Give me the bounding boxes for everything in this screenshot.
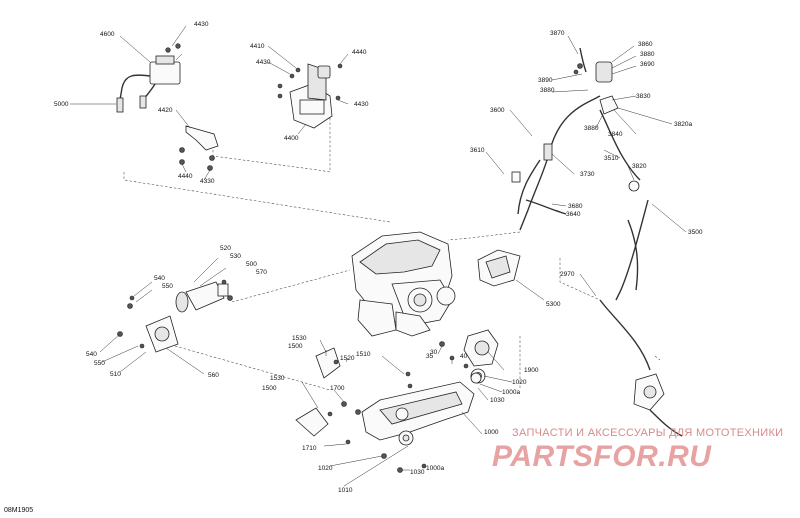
callout-3500: 3500 bbox=[688, 229, 703, 236]
callout-1500-a: 1500 bbox=[288, 343, 303, 350]
callout-5000: 5000 bbox=[54, 101, 69, 108]
callout-3880-b: 3880 bbox=[540, 87, 555, 94]
callout-5300: 5300 bbox=[546, 301, 561, 308]
callout-3820a: 3820a bbox=[674, 121, 692, 128]
callout-40: 40 bbox=[460, 353, 468, 360]
callout-30: 30 bbox=[430, 349, 438, 356]
callout-1530-a: 1530 bbox=[292, 335, 307, 342]
starter-motor bbox=[117, 257, 233, 353]
callout-35: 35 bbox=[426, 353, 434, 360]
callout-3860: 3860 bbox=[638, 41, 653, 48]
callout-1520: 1520 bbox=[340, 355, 355, 362]
callout-550-a: 550 bbox=[162, 283, 173, 290]
callout-3880-a: 3880 bbox=[640, 51, 655, 58]
coil-bracket bbox=[179, 125, 219, 171]
callout-4420: 4420 bbox=[158, 107, 173, 114]
callout-3690: 3690 bbox=[640, 61, 655, 68]
callout-1030-b: 1030 bbox=[410, 469, 425, 476]
callout-1700: 1700 bbox=[330, 385, 345, 392]
callout-4440-a: 4440 bbox=[178, 173, 193, 180]
callout-540-b: 540 bbox=[86, 351, 97, 358]
callout-3880-c: 3880 bbox=[584, 125, 599, 132]
callout-560: 560 bbox=[208, 372, 219, 379]
callout-3870: 3870 bbox=[550, 30, 565, 37]
callout-1000: 1000 bbox=[484, 429, 499, 436]
carburetor bbox=[439, 329, 499, 384]
callout-3820: 3820 bbox=[632, 163, 647, 170]
figure-code: 08M1905 bbox=[4, 507, 33, 514]
callout-530: 530 bbox=[230, 253, 241, 260]
callout-1020-b: 1020 bbox=[318, 465, 333, 472]
engine-block bbox=[351, 231, 521, 337]
callout-1000a-a: 1000a bbox=[502, 389, 520, 396]
callout-1020-a: 1020 bbox=[512, 379, 527, 386]
callout-3890: 3890 bbox=[538, 77, 553, 84]
callout-570: 570 bbox=[256, 269, 267, 276]
callout-520: 520 bbox=[220, 245, 231, 252]
callout-1000a-b: 1000a bbox=[426, 465, 444, 472]
callout-3840: 3840 bbox=[608, 131, 623, 138]
callout-1900: 1900 bbox=[524, 367, 539, 374]
ignition-coil-assembly bbox=[116, 43, 183, 113]
callout-4430-c: 4430 bbox=[354, 101, 369, 108]
engine-support bbox=[295, 347, 482, 473]
watermark-tagline: ЗАПЧАСТИ И АКСЕССУАРЫ ДЛЯ МОТОТЕХНИКИ bbox=[512, 427, 783, 439]
callout-510: 510 bbox=[110, 371, 121, 378]
callout-4330: 4330 bbox=[200, 178, 215, 185]
callout-labels: 4430 4600 5000 4420 4440 4330 4410 4430 … bbox=[54, 21, 703, 494]
leader-lines bbox=[70, 25, 687, 487]
ignition-module-assembly bbox=[277, 63, 343, 129]
callout-3730: 3730 bbox=[580, 171, 595, 178]
callout-4410: 4410 bbox=[250, 43, 265, 50]
wiring-harness bbox=[511, 47, 651, 371]
callout-1710: 1710 bbox=[302, 445, 317, 452]
oil-pump-assembly bbox=[633, 373, 683, 437]
callout-1010: 1010 bbox=[338, 487, 353, 494]
watermark-logo-text: PARTSFOR.RU bbox=[492, 440, 712, 473]
callout-2970: 2970 bbox=[560, 271, 575, 278]
callout-4430-b: 4430 bbox=[256, 59, 271, 66]
callout-3830: 3830 bbox=[636, 93, 651, 100]
callout-500: 500 bbox=[246, 261, 257, 268]
callout-4440-b: 4440 bbox=[352, 49, 367, 56]
callout-1030-a: 1030 bbox=[490, 397, 505, 404]
callout-3510: 3510 bbox=[604, 155, 619, 162]
assembly-dashed-lines bbox=[123, 118, 661, 391]
watermark: ЗАПЧАСТИ И АКСЕССУАРЫ ДЛЯ МОТОТЕХНИКИ PA… bbox=[492, 427, 783, 473]
callout-1510: 1510 bbox=[356, 351, 371, 358]
callout-1500-b: 1500 bbox=[262, 385, 277, 392]
callout-550-b: 550 bbox=[94, 360, 105, 367]
callout-3610: 3610 bbox=[470, 147, 485, 154]
callout-3680: 3680 bbox=[568, 203, 583, 210]
callout-4400: 4400 bbox=[284, 135, 299, 142]
callout-1530-b: 1530 bbox=[270, 375, 285, 382]
callout-4430-a: 4430 bbox=[194, 21, 209, 28]
callout-3600: 3600 bbox=[490, 107, 505, 114]
callout-3640: 3640 bbox=[566, 211, 581, 218]
callout-540-a: 540 bbox=[154, 275, 165, 282]
callout-4600: 4600 bbox=[100, 31, 115, 38]
